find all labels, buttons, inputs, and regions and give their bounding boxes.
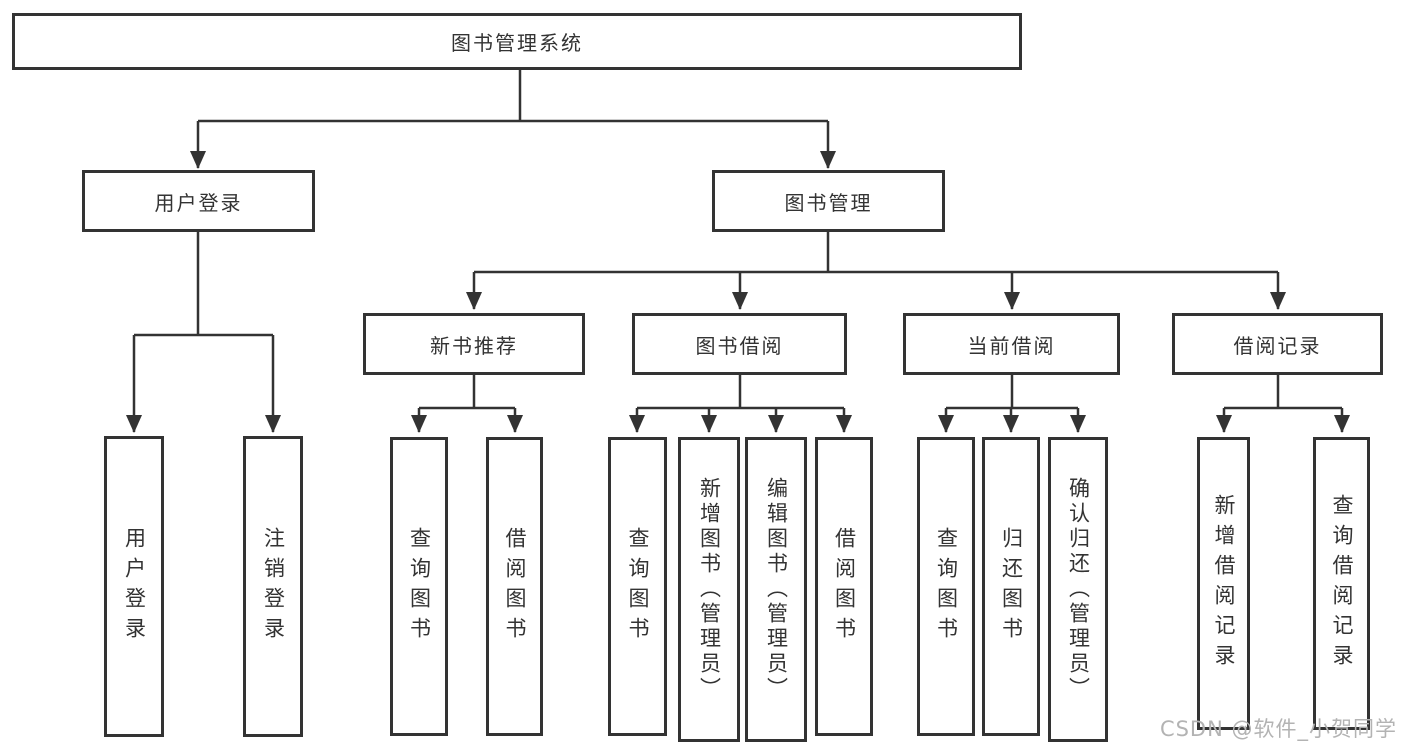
node-book-borrowing: 图书借阅 [632,313,847,375]
node-root: 图书管理系统 [12,13,1022,70]
leaf-user-login: 用户登录 [104,436,164,737]
leaf-br-query-record-label: 查询借阅记录 [1330,493,1354,674]
node-user-login-label: 用户登录 [154,190,243,215]
node-new-book-recommendation: 新书推荐 [363,313,585,375]
leaf-bb-add-books-admin: 新增图书（管理员） [678,437,740,742]
leaf-rec-borrow-books-label: 借阅图书 [503,526,527,647]
node-current-borrowing: 当前借阅 [903,313,1120,375]
leaf-bb-query-books-label: 查询图书 [626,526,650,647]
node-borrowing-records-label: 借阅记录 [1233,333,1322,358]
node-user-login: 用户登录 [82,170,315,232]
node-book-management-label: 图书管理 [784,190,873,215]
leaf-cb-return-books-label: 归还图书 [999,526,1024,647]
node-current-borrowing-label: 当前借阅 [967,333,1056,358]
csdn-watermark: CSDN @软件_小贺同学 [1159,717,1397,741]
node-borrowing-records: 借阅记录 [1172,313,1383,375]
leaf-bb-borrow-books: 借阅图书 [815,437,873,736]
leaf-cb-return-books: 归还图书 [982,437,1040,736]
leaf-bb-borrow-books-label: 借阅图书 [832,526,857,647]
leaf-bb-edit-books-admin-label: 编辑图书（管理员） [764,477,789,702]
leaf-bb-edit-books-admin: 编辑图书（管理员） [745,437,807,742]
leaf-cb-query-books-label: 查询图书 [934,526,959,647]
leaf-cb-query-books: 查询图书 [917,437,975,736]
leaf-cb-confirm-return-admin-label: 确认归还（管理员） [1066,477,1091,702]
leaf-rec-borrow-books: 借阅图书 [486,437,543,736]
leaf-bb-add-books-admin-label: 新增图书（管理员） [697,477,722,702]
leaf-br-add-record-label: 新增借阅记录 [1212,493,1236,674]
node-new-book-recommendation-label: 新书推荐 [430,333,518,358]
node-book-borrowing-label: 图书借阅 [695,333,784,358]
leaf-cb-confirm-return-admin: 确认归还（管理员） [1048,437,1108,742]
leaf-rec-query-books: 查询图书 [390,437,448,736]
leaf-bb-query-books: 查询图书 [608,437,667,736]
leaf-user-login-label: 用户登录 [122,526,147,647]
leaf-rec-query-books-label: 查询图书 [407,526,432,647]
leaf-logout-label: 注销登录 [261,526,286,647]
leaf-br-add-record: 新增借阅记录 [1197,437,1250,730]
leaf-br-query-record: 查询借阅记录 [1313,437,1370,730]
leaf-logout: 注销登录 [243,436,303,737]
node-root-label: 图书管理系统 [451,31,583,55]
node-book-management: 图书管理 [712,170,945,232]
